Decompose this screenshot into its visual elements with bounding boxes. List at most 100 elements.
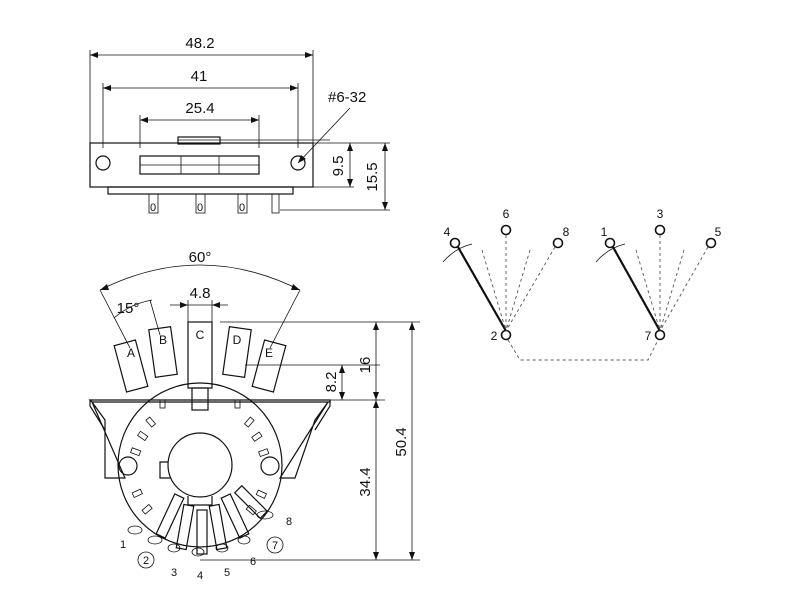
linkage-dashed — [507, 339, 659, 361]
position-label: C — [196, 328, 205, 342]
arrowhead — [212, 302, 220, 308]
lever-top — [177, 136, 221, 145]
terminal-label-5: 5 — [715, 225, 722, 239]
terminal-8 — [552, 237, 564, 249]
arrowhead — [251, 117, 259, 123]
arrowhead — [347, 179, 353, 187]
schematic-right: 1 3 5 7 — [595, 207, 722, 343]
lever-position-b: B — [148, 326, 178, 378]
plate-left-flange — [91, 401, 126, 479]
wafer-slots — [130, 399, 270, 516]
pin — [148, 193, 159, 214]
terminal-6 — [500, 224, 512, 236]
lever-blade — [113, 339, 149, 393]
angle-step-label: 15° — [117, 300, 140, 317]
ray — [269, 289, 301, 349]
lug-tip — [167, 543, 181, 553]
pin-label-1: 1 — [120, 539, 126, 551]
arrowhead — [100, 284, 109, 290]
arrowhead — [382, 143, 388, 151]
pin-label-7: 7 — [272, 540, 278, 552]
pin — [237, 193, 248, 214]
dim-lever-height: 16 — [357, 357, 374, 374]
common-label-2: 2 — [491, 329, 498, 343]
position-line — [659, 246, 709, 332]
lever-blade — [148, 326, 178, 378]
mount-hole-right — [260, 456, 280, 476]
pin-slot-mark: 0 — [239, 202, 245, 214]
center-notch — [159, 461, 170, 479]
pin — [195, 193, 206, 214]
ray — [99, 289, 131, 349]
pin — [271, 193, 280, 214]
terminal-5 — [705, 237, 717, 249]
arrowhead — [373, 400, 379, 408]
plate-right-flange — [278, 401, 329, 479]
plate-top — [88, 399, 331, 403]
ray — [149, 299, 161, 336]
pin-slot-mark: 0 — [150, 202, 156, 214]
terminal-label-8: 8 — [563, 225, 570, 239]
arrowhead — [382, 202, 388, 210]
arrowhead — [298, 155, 306, 163]
common-label-7: 7 — [645, 329, 652, 343]
position-line — [635, 249, 661, 332]
position-line — [505, 246, 556, 332]
arrowhead — [290, 85, 298, 91]
terminal-label-1: 1 — [601, 225, 608, 239]
arrowhead — [373, 552, 379, 560]
terminal-3 — [654, 224, 666, 236]
lever-blade — [222, 326, 252, 378]
lever-position-e: E — [251, 339, 287, 393]
front-view: 60° 15° 4.8 A B C D — [88, 249, 420, 582]
center-hole — [167, 432, 233, 498]
lug-tip — [191, 547, 205, 557]
lug-tip — [147, 535, 163, 545]
center-key — [187, 496, 213, 506]
plate-edge — [314, 400, 331, 431]
arrowhead — [339, 392, 345, 400]
pin-label-8: 8 — [286, 516, 292, 528]
position-line — [659, 249, 685, 332]
lever-width-label: 4.8 — [190, 285, 211, 302]
screw-label: #6-32 — [328, 89, 366, 106]
lug-tip — [237, 535, 251, 545]
arrowhead — [103, 85, 111, 91]
position-line — [505, 249, 531, 332]
mount-hole-left — [95, 155, 111, 171]
lug-tip — [256, 510, 274, 520]
arrowhead — [90, 52, 98, 58]
dim-lever-offset: 8.2 — [323, 372, 340, 393]
terminal-4 — [449, 237, 461, 249]
terminal-label-3: 3 — [657, 207, 664, 221]
arrowhead — [409, 322, 415, 330]
lever-position-c: C — [187, 321, 213, 389]
pin-label-3: 3 — [171, 567, 177, 579]
terminal-label-4: 4 — [444, 225, 451, 239]
wiper-arm — [612, 246, 661, 332]
pin-circle-2 — [137, 551, 155, 569]
dim-overall: 48.2 — [185, 35, 214, 52]
dim-mount-to-bottom: 34.4 — [357, 467, 374, 496]
lever-stem — [191, 387, 209, 411]
terminal-1 — [604, 237, 616, 249]
pin-label-5: 5 — [224, 567, 230, 579]
angle-total-label: 60° — [189, 249, 212, 266]
terminal-label-6: 6 — [503, 207, 510, 221]
arrowhead — [305, 52, 313, 58]
angle-arc-15 — [113, 299, 153, 319]
pin-label-6: 6 — [250, 556, 256, 568]
lever-position-a: A — [113, 339, 149, 393]
screw-leader — [297, 107, 351, 164]
dim-height-a: 9.5 — [330, 156, 347, 177]
arrowhead — [373, 322, 379, 330]
dim-total-height: 50.4 — [393, 427, 410, 456]
pin-label-2: 2 — [143, 555, 149, 567]
solder-lugs — [127, 484, 274, 557]
switch-body — [107, 186, 294, 195]
arrowhead — [339, 365, 345, 373]
mount-hole-right — [290, 155, 306, 171]
position-line — [481, 249, 507, 332]
